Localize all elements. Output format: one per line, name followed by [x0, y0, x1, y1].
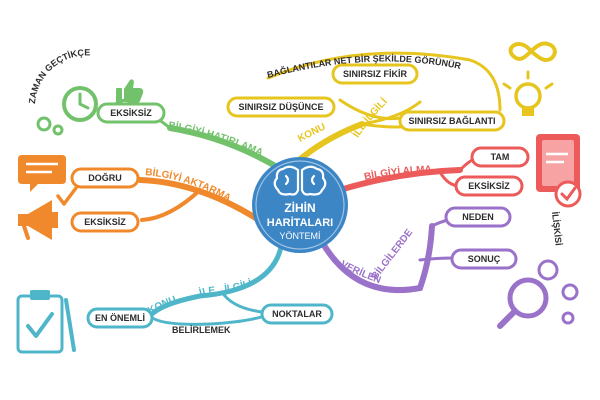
center-title-line3: YÖNTEMİ: [279, 231, 320, 241]
book-icon: [536, 134, 582, 208]
svg-text:NEDEN: NEDEN: [462, 212, 494, 222]
center-title-line1: ZİHİN: [284, 200, 315, 215]
thumbs-up-icon: [116, 79, 144, 103]
left-bottom-branch-curves: [147, 239, 285, 326]
svg-text:NOKTALAR: NOKTALAR: [272, 309, 322, 319]
gears-icon: [36, 116, 64, 136]
infinity-icon: [508, 41, 557, 62]
svg-text:EKSİKSİZ: EKSİKSİZ: [110, 108, 152, 118]
center-node: ZİHİN HARİTALARI YÖNTEMİ: [252, 157, 348, 253]
magnifier-icon: [497, 277, 549, 329]
svg-text:TAM: TAM: [491, 152, 510, 162]
svg-text:EKSİKSİZ: EKSİKSİZ: [468, 181, 510, 191]
clock-icon: [62, 86, 98, 122]
node-eksiksiz-green[interactable]: EKSİKSİZ: [96, 102, 166, 124]
node-sinirsiz-dusunce[interactable]: SINIRSIZ DÜŞÜNCE: [226, 96, 336, 118]
svg-text:EN ÖNEMLİ: EN ÖNEMLİ: [95, 313, 145, 323]
megaphone-icon: [18, 200, 58, 240]
node-sinirsiz-fikir[interactable]: SINIRSIZ FİKİR: [331, 63, 419, 85]
svg-text:DOĞRU: DOĞRU: [88, 172, 122, 183]
node-noktalar[interactable]: NOKTALAR: [260, 303, 334, 325]
node-neden[interactable]: NEDEN: [444, 206, 512, 228]
node-dogru[interactable]: DOĞRU: [70, 167, 140, 189]
svg-text:SINIRSIZ DÜŞÜNCE: SINIRSIZ DÜŞÜNCE: [238, 102, 323, 112]
svg-text:SONUÇ: SONUÇ: [468, 254, 501, 264]
checkmark-icon: [56, 186, 78, 206]
belirlemek-label: BELİRLEMEK: [172, 325, 231, 335]
lightbulb-icon: [502, 70, 554, 116]
bilgiyi-hatirlama-label: BİLGİYİ HATIRLAMA: [168, 119, 265, 158]
center-title-line2: HARİTALARI: [267, 216, 333, 229]
cog-group-icon: [537, 259, 579, 325]
clipboard-icon: [16, 290, 76, 354]
node-sinirsiz-baglanti[interactable]: SINIRSIZ BAĞLANTI: [398, 110, 506, 132]
ilgili-bottom-label: İLGİLİ: [224, 276, 254, 295]
svg-text:SINIRSIZ BAĞLANTI: SINIRSIZ BAĞLANTI: [409, 115, 496, 126]
svg-text:EKSİKSİZ: EKSİKSİZ: [84, 217, 126, 227]
svg-text:SINIRSIZ FİKİR: SINIRSIZ FİKİR: [343, 69, 408, 79]
node-en-onemli[interactable]: EN ÖNEMLİ: [86, 307, 154, 329]
node-eksiksiz-red[interactable]: EKSİKSİZ: [454, 175, 524, 197]
ile-bottom-label: İLE: [198, 285, 216, 299]
node-eksiksiz-orange[interactable]: EKSİKSİZ: [70, 211, 140, 233]
bilgilerde-label: BİLGİLERDE: [370, 227, 416, 282]
iliskisi-label: İLİŞKİSİ: [550, 211, 564, 246]
brain-icon: [273, 165, 327, 196]
chat-bubble-icon: [18, 155, 66, 192]
node-tam[interactable]: TAM: [470, 146, 530, 168]
node-sonuc[interactable]: SONUÇ: [450, 248, 518, 270]
